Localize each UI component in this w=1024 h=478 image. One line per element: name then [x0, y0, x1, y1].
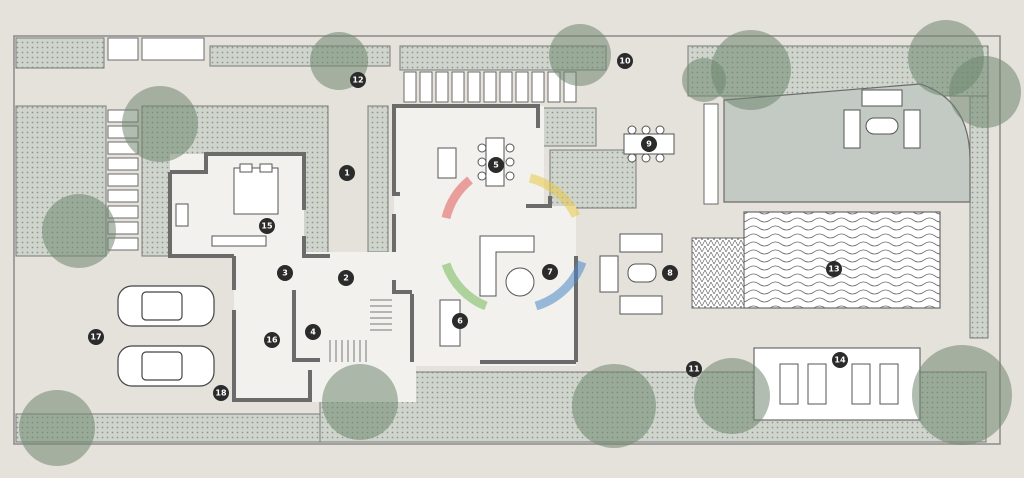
svg-text:18: 18	[215, 389, 227, 398]
svg-text:10: 10	[619, 57, 631, 66]
tree	[912, 345, 1012, 445]
round-table	[505, 267, 535, 297]
tree	[549, 24, 611, 86]
terrace-lounge	[599, 233, 663, 315]
markers: 1 2 3 4 5 6 7 8 9 10 11 12 13 14 15 16 1…	[88, 53, 848, 401]
marker-5: 5	[488, 157, 504, 173]
tree	[694, 358, 770, 434]
svg-text:4: 4	[310, 328, 316, 337]
garden-patio-left	[539, 107, 597, 147]
pool-steps	[691, 237, 745, 309]
house	[168, 104, 578, 402]
marker-8: 8	[662, 265, 678, 281]
tree	[42, 194, 116, 268]
tree	[19, 390, 95, 466]
garden-center-strip	[367, 105, 389, 253]
marker-12: 12	[350, 72, 366, 88]
site-boundary	[13, 35, 1001, 445]
sun-loungers	[779, 363, 899, 405]
marker-14: 14	[832, 352, 848, 368]
marker-18: 18	[213, 385, 229, 401]
svg-text:2: 2	[343, 274, 349, 283]
garden-top-left	[15, 37, 105, 69]
stepping-stones-top	[403, 71, 577, 103]
marker-17: 17	[88, 329, 104, 345]
svg-text:17: 17	[90, 333, 101, 342]
svg-text:7: 7	[547, 268, 553, 277]
svg-text:9: 9	[646, 140, 652, 149]
svg-text:12: 12	[352, 76, 363, 85]
marker-15: 15	[259, 218, 275, 234]
marker-1: 1	[339, 165, 355, 181]
marker-6: 6	[452, 313, 468, 329]
marker-11: 11	[686, 361, 702, 377]
staircase	[329, 299, 392, 362]
marker-13: 13	[826, 261, 842, 277]
pool-sofa-set	[843, 89, 921, 149]
tree	[949, 56, 1021, 128]
tree	[122, 86, 198, 162]
svg-text:1: 1	[344, 169, 350, 178]
svg-text:15: 15	[261, 222, 273, 231]
bed	[233, 167, 279, 215]
pool-lower	[743, 211, 941, 309]
marker-16: 16	[264, 332, 280, 348]
cars	[117, 285, 215, 387]
marker-10: 10	[617, 53, 633, 69]
marker-7: 7	[542, 264, 558, 280]
marker-4: 4	[305, 324, 321, 340]
svg-text:16: 16	[266, 336, 278, 345]
marker-9: 9	[641, 136, 657, 152]
pool-deck	[703, 103, 719, 205]
marker-2: 2	[338, 270, 354, 286]
svg-text:6: 6	[457, 317, 463, 326]
svg-text:14: 14	[834, 356, 846, 365]
wardrobe	[211, 235, 267, 247]
svg-text:5: 5	[493, 161, 499, 170]
svg-text:8: 8	[667, 269, 673, 278]
tree	[322, 364, 398, 440]
garden-right-side	[969, 95, 989, 339]
tree	[572, 364, 656, 448]
marker-3: 3	[277, 265, 293, 281]
svg-text:13: 13	[828, 265, 839, 274]
top-boxes	[107, 37, 205, 61]
watermark-logo	[441, 173, 587, 311]
bath	[175, 203, 189, 227]
tree	[711, 30, 791, 110]
kitchen-island	[437, 147, 457, 179]
tree	[682, 58, 726, 102]
l-sofa	[479, 235, 535, 297]
garden-patio-low	[549, 149, 637, 209]
svg-text:3: 3	[282, 269, 288, 278]
svg-text:11: 11	[688, 365, 700, 374]
